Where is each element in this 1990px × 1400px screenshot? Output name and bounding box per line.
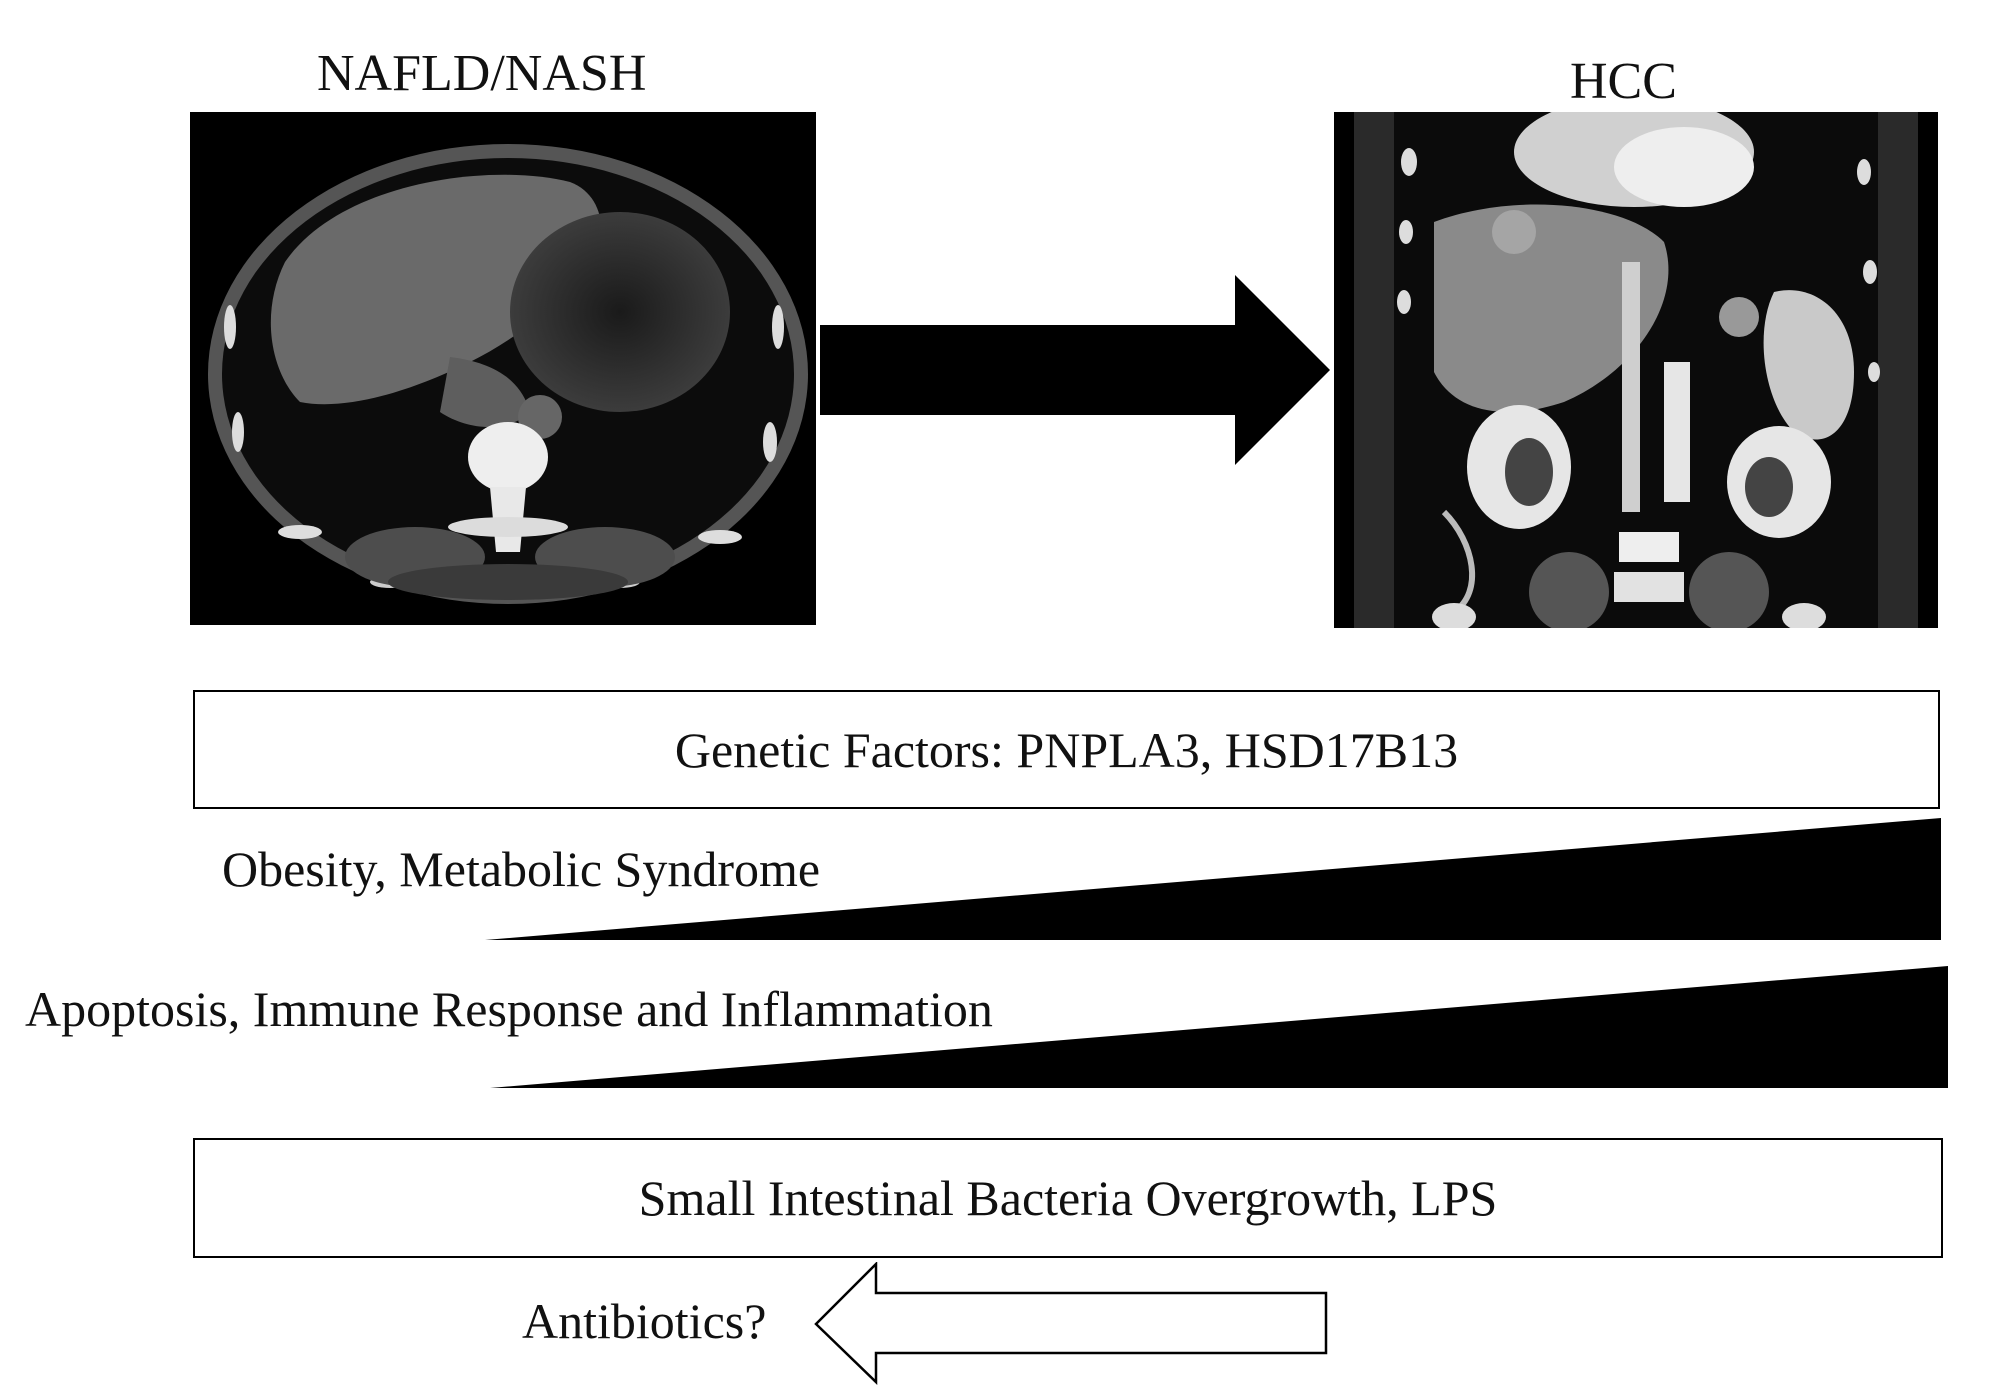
progression-arrow-icon bbox=[820, 275, 1330, 465]
bacteria-overgrowth-label: Small Intestinal Bacteria Overgrowth, LP… bbox=[638, 1170, 1498, 1226]
obesity-label: Obesity, Metabolic Syndrome bbox=[222, 841, 821, 897]
inflammation-label: Apoptosis, Immune Response and Inflammat… bbox=[25, 981, 993, 1037]
bacteria-overgrowth-box: Small Intestinal Bacteria Overgrowth, LP… bbox=[193, 1138, 1943, 1258]
genetic-factors-label: Genetic Factors: PNPLA3, HSD17B13 bbox=[674, 721, 1459, 778]
antibiotics-label: Antibiotics? bbox=[522, 1293, 767, 1349]
inflammation-wedge-icon bbox=[490, 966, 1948, 1088]
coronal-ct-image bbox=[1334, 112, 1938, 628]
left-panel-title: NAFLD/NASH bbox=[317, 45, 647, 102]
left-arrow-icon bbox=[814, 1262, 1328, 1385]
right-panel-title: HCC bbox=[1570, 53, 1677, 110]
genetic-factors-box: Genetic Factors: PNPLA3, HSD17B13 bbox=[193, 690, 1940, 809]
obesity-wedge-icon bbox=[485, 818, 1941, 940]
axial-ct-image bbox=[190, 112, 816, 625]
